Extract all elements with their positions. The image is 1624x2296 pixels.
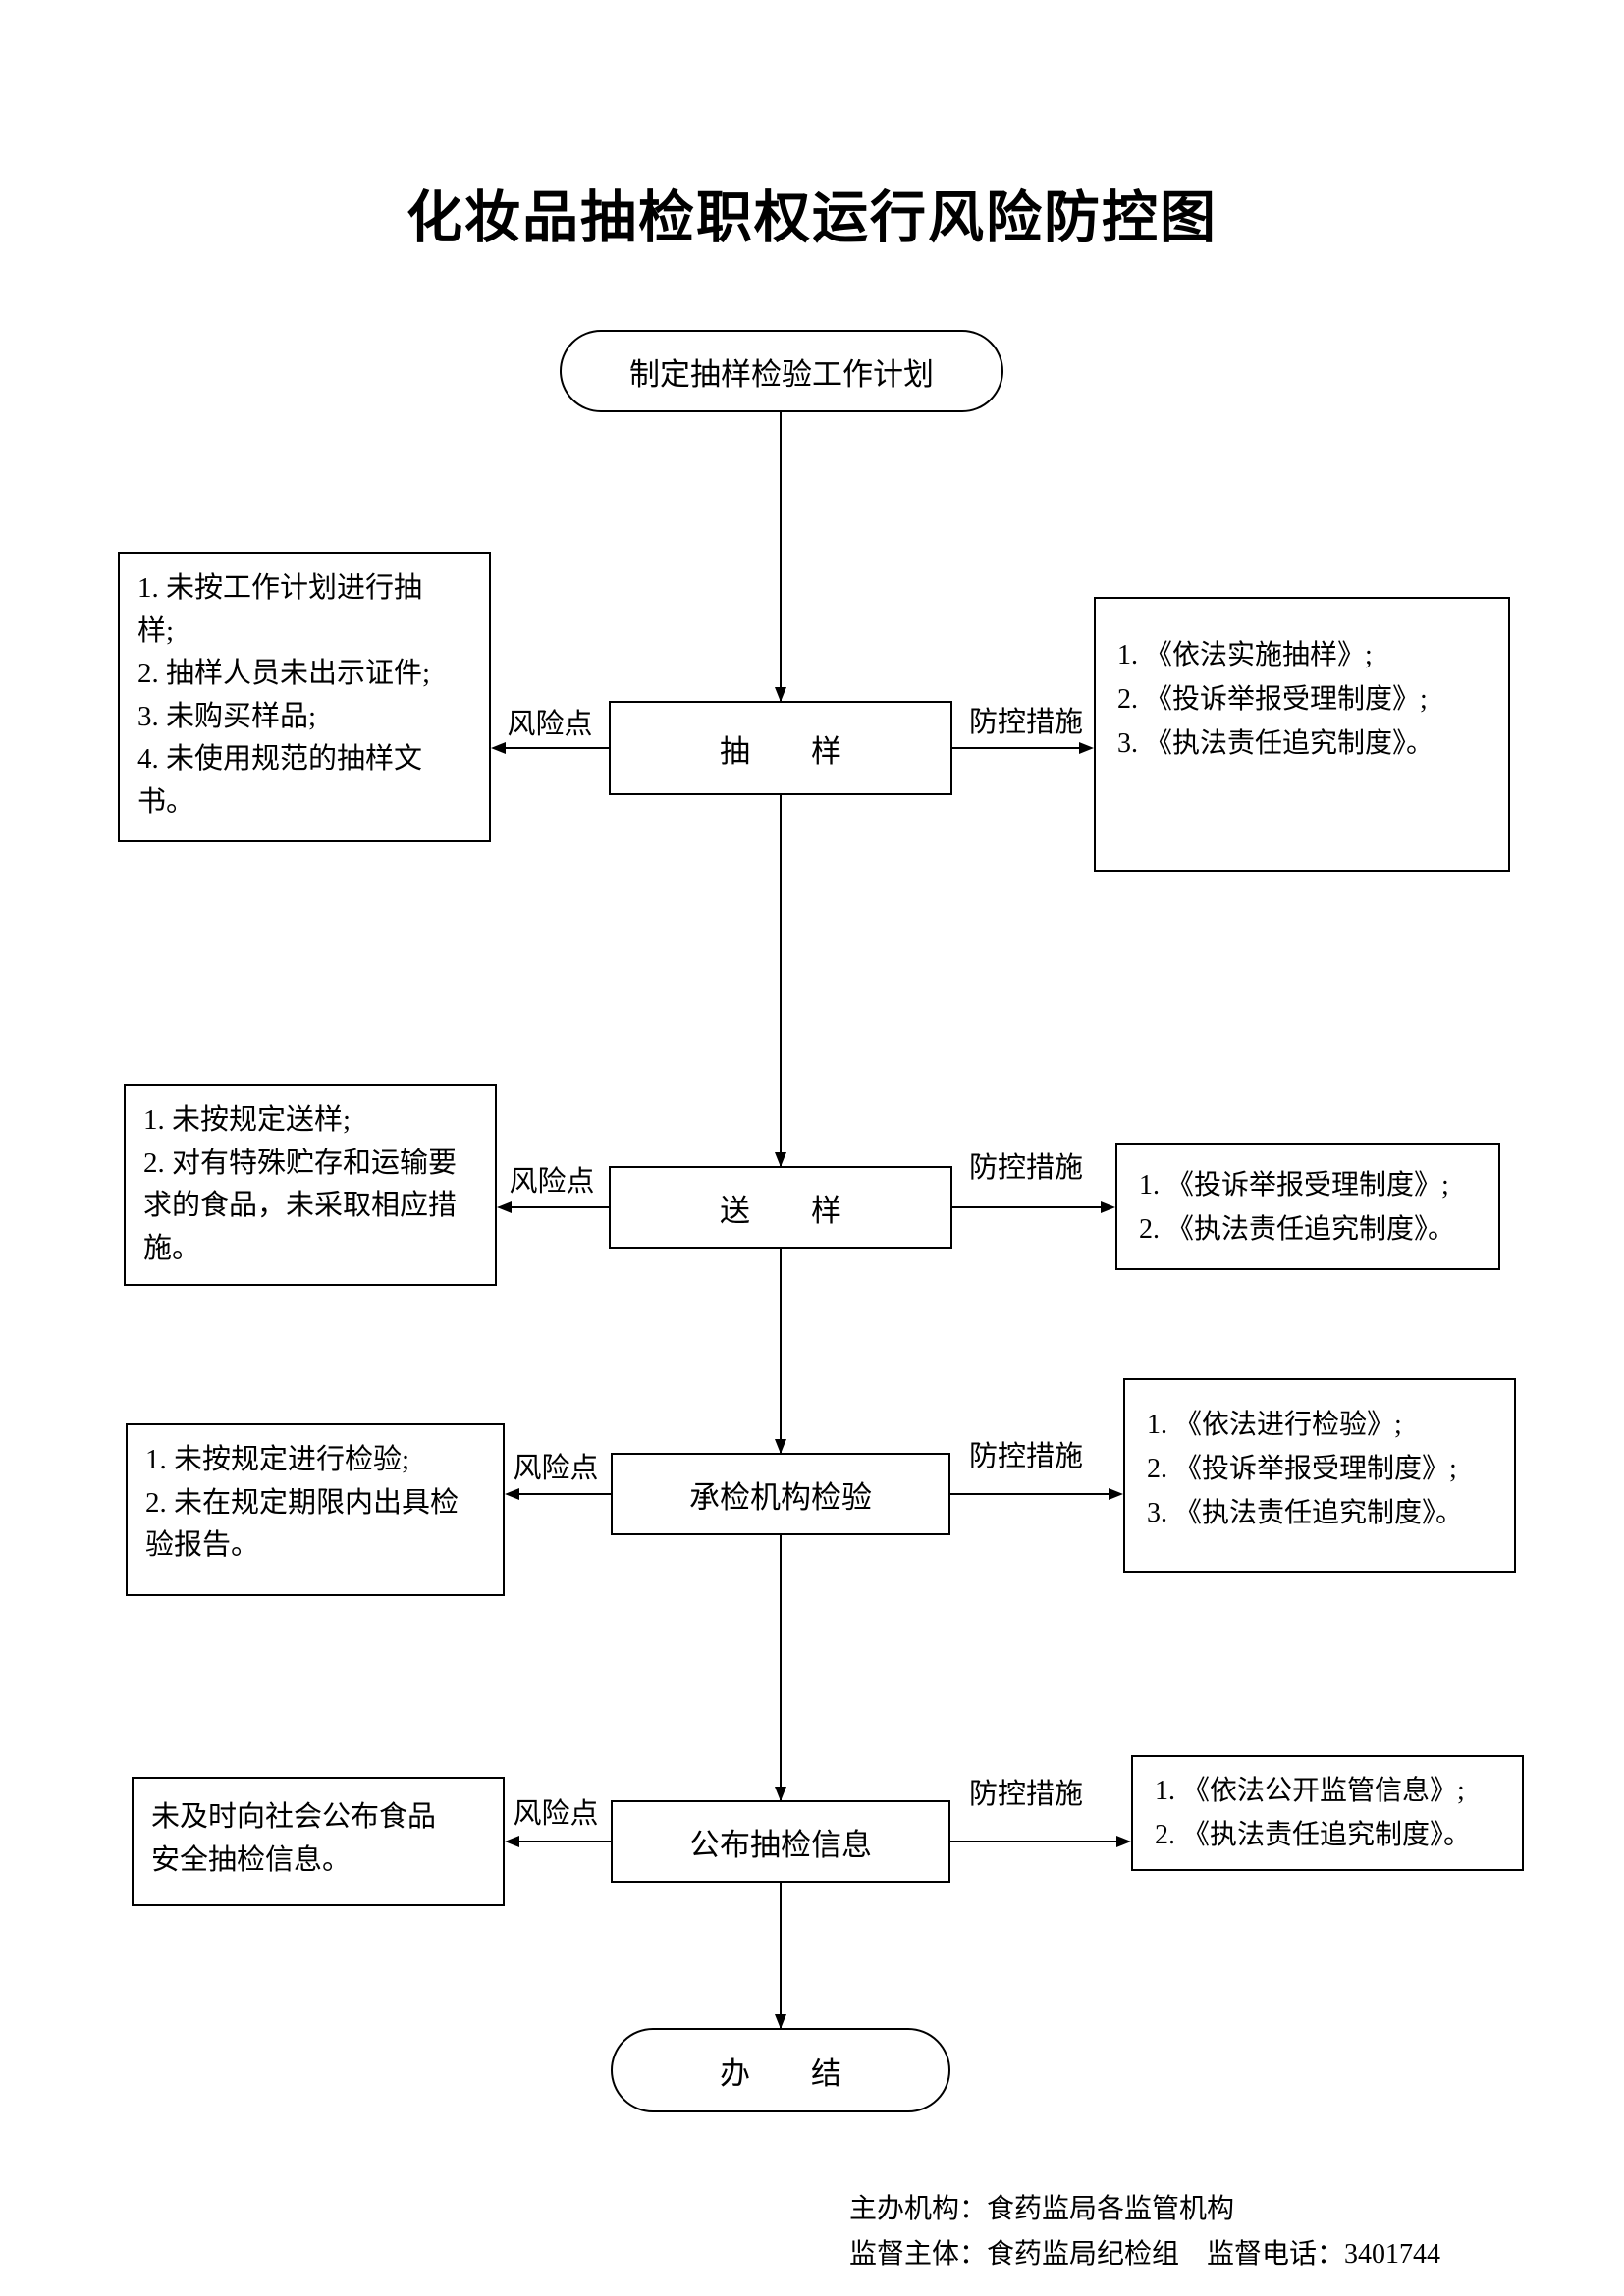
risk-box-delivery: 1. 未按规定送样; 2. 对有特殊贮存和运输要 求的食品，未采取相应措 施。 — [124, 1084, 497, 1286]
arrow-delivery-to-inspection — [775, 1249, 786, 1454]
step-node-publish: 公布抽检信息 — [611, 1800, 950, 1883]
step-node-inspection-label: 承检机构检验 — [689, 1479, 872, 1515]
start-node-label: 制定抽样检验工作计划 — [629, 356, 934, 392]
risk-label-delivery: 风险点 — [509, 1166, 595, 1198]
end-node-label: 办 结 — [720, 2056, 841, 2091]
arrow-publish-to-controls — [950, 1836, 1131, 1847]
risk-box-publish: 未及时向社会公布食品 安全抽检信息。 — [132, 1777, 505, 1906]
control-box-sampling: 1. 《依法实施抽样》; 2. 《投诉举报受理制度》; 3. 《执法责任追究制度… — [1094, 597, 1510, 872]
arrow-delivery-to-risks — [497, 1201, 609, 1213]
step-node-sampling-label: 抽 样 — [720, 733, 841, 769]
step-node-inspection: 承检机构检验 — [611, 1453, 950, 1535]
risk-box-inspection: 1. 未按规定进行检验; 2. 未在规定期限内出具检 验报告。 — [126, 1423, 505, 1596]
step-node-sampling: 抽 样 — [609, 701, 952, 795]
arrow-sampling-to-delivery — [775, 795, 786, 1167]
risk-box-sampling: 1. 未按工作计划进行抽 样; 2. 抽样人员未出示证件; 3. 未购买样品; … — [118, 552, 491, 842]
arrow-sampling-to-risks — [491, 742, 609, 754]
arrow-sampling-to-controls — [952, 742, 1094, 754]
control-box-publish: 1. 《依法公开监管信息》; 2. 《执法责任追究制度》。 — [1131, 1755, 1524, 1871]
arrow-publish-to-end — [775, 1883, 786, 2029]
risk-label-publish: 风险点 — [513, 1798, 599, 1830]
control-label-inspection: 防控措施 — [968, 1441, 1083, 1472]
step-node-delivery-label: 送 样 — [720, 1193, 841, 1228]
footer-organizer: 主办机构：食药监局各监管机构 — [849, 2194, 1235, 2224]
arrow-inspection-to-publish — [775, 1535, 786, 1801]
arrow-start-to-sampling — [775, 412, 786, 702]
risk-label-inspection: 风险点 — [513, 1453, 599, 1484]
step-node-delivery: 送 样 — [609, 1166, 952, 1249]
risk-label-sampling: 风险点 — [507, 709, 593, 740]
start-node: 制定抽样检验工作计划 — [560, 330, 1003, 412]
control-label-publish: 防控措施 — [968, 1779, 1083, 1810]
step-node-publish-label: 公布抽检信息 — [689, 1827, 872, 1862]
control-label-delivery: 防控措施 — [968, 1152, 1083, 1184]
control-label-sampling: 防控措施 — [968, 707, 1083, 738]
arrow-delivery-to-controls — [952, 1201, 1115, 1213]
control-box-delivery: 1. 《投诉举报受理制度》; 2. 《执法责任追究制度》。 — [1115, 1143, 1500, 1270]
arrow-publish-to-risks — [505, 1836, 611, 1847]
arrow-inspection-to-controls — [950, 1488, 1123, 1500]
end-node: 办 结 — [611, 2028, 950, 2112]
control-box-inspection: 1. 《依法进行检验》; 2. 《投诉举报受理制度》; 3. 《执法责任追究制度… — [1123, 1378, 1516, 1573]
page-title: 化妆品抽检职权运行风险防控图 — [406, 187, 1218, 249]
footer-supervisor: 监督主体：食药监局纪检组 监督电话：3401744 — [849, 2239, 1441, 2269]
arrow-inspection-to-risks — [505, 1488, 611, 1500]
